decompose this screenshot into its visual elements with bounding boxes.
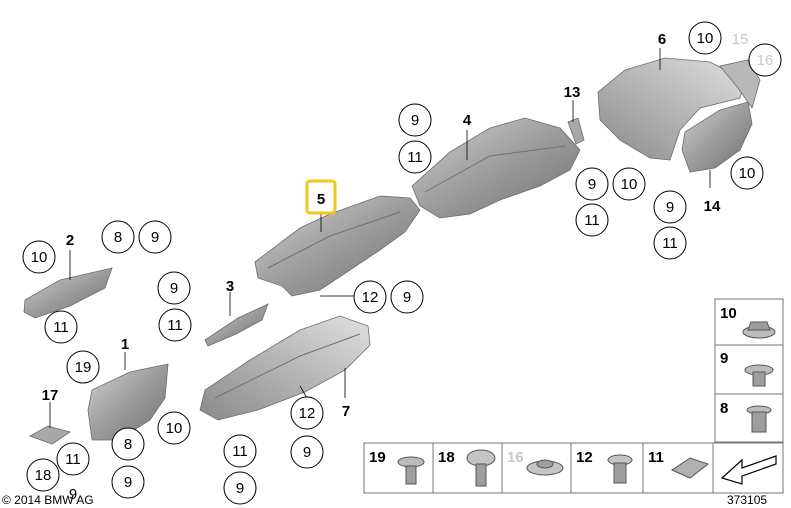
bracket-13 [567,117,585,145]
heat-shield-4 [411,117,581,219]
leader-lines [49,48,711,428]
arrow-icon [718,448,780,488]
fastener-9-label: 9 [720,350,728,367]
part-13-label: 13 [564,84,581,101]
fastener-10-label: 10 [720,305,737,322]
fastener-12-label: 12 [576,449,593,466]
part-4-label: 4 [463,112,472,129]
fastener-panel-right: 10 9 8 [714,298,784,443]
part-3-label: 3 [226,278,234,295]
part-14-label: 14 [704,198,721,215]
bracket-15-16 [719,59,761,109]
part-6-label: 6 [658,31,666,48]
callout-9: 9 [403,289,411,306]
fastener-8-label: 8 [720,400,728,417]
expansion-nut-8-icon [746,405,772,433]
fastener-19-label: 19 [369,449,386,466]
part-17-label: 17 [42,387,59,404]
callout-8: 8 [114,229,122,246]
callout-9: 9 [666,199,674,216]
bolt-18-icon [466,449,496,487]
callout-9: 9 [124,474,132,491]
callout-9: 9 [303,444,311,461]
callout-9: 9 [236,480,244,497]
callout-9: 9 [588,176,596,193]
callout-8: 8 [124,436,132,453]
clip-19-icon [397,456,425,485]
diagram-id: 373105 [727,493,767,507]
callout-15: 15 [732,31,749,48]
clip-nut-9-icon [744,364,774,387]
heat-shield-2 [23,267,113,319]
callout-12: 12 [299,405,316,422]
part-7-label: 7 [342,403,350,420]
callout-19: 19 [75,359,92,376]
callout-10: 10 [697,30,714,47]
callout-16: 16 [757,52,774,69]
nut-16-icon [526,459,564,476]
part-numbers: 5 4 6 13 14 2 3 1 7 17 [42,31,721,420]
part-1-label: 1 [121,336,129,353]
heat-shield-7 [199,315,371,421]
callout-labels: 8 9 10 11 9 11 19 18 11 8 9 10 11 9 12 9… [31,30,774,503]
callout-11: 11 [407,149,423,166]
fastener-panel-bottom: 19 18 16 12 11 [363,442,784,494]
heat-shield-14 [681,101,753,173]
callout-11: 11 [65,451,81,468]
heat-shield-6 [597,57,746,161]
callout-9: 9 [69,486,77,503]
callout-10: 10 [31,249,48,266]
heat-shield-1 [87,363,169,441]
callout-9: 9 [151,229,159,246]
callout-10: 10 [739,165,756,182]
expansion-nut-12-icon [607,454,633,484]
callout-11: 11 [232,443,248,460]
callout-11: 11 [584,212,600,229]
heat-shield-5 [254,195,421,297]
fastener-18-label: 18 [438,449,455,466]
callout-18: 18 [35,467,52,484]
callout-10: 10 [621,176,638,193]
callout-10: 10 [166,420,183,437]
callout-11: 11 [662,235,678,252]
callout-11: 11 [167,317,183,334]
bracket-17 [29,425,71,445]
callout-12: 12 [362,289,379,306]
callout-9: 9 [411,112,419,129]
callout-circles [22,21,782,505]
heat-shield-3 [204,303,269,347]
fastener-16-label: 16 [507,449,524,466]
part-2-label: 2 [66,232,74,249]
callout-9: 9 [170,280,178,297]
callout-11: 11 [53,319,69,336]
spring-clip-11-icon [670,457,710,479]
copyright-text: © 2014 BMW AG [2,493,94,507]
fastener-11-label: 11 [648,449,664,466]
part-5-label: 5 [317,191,325,208]
highlight-box [305,179,337,215]
nut-10-icon [742,321,776,339]
